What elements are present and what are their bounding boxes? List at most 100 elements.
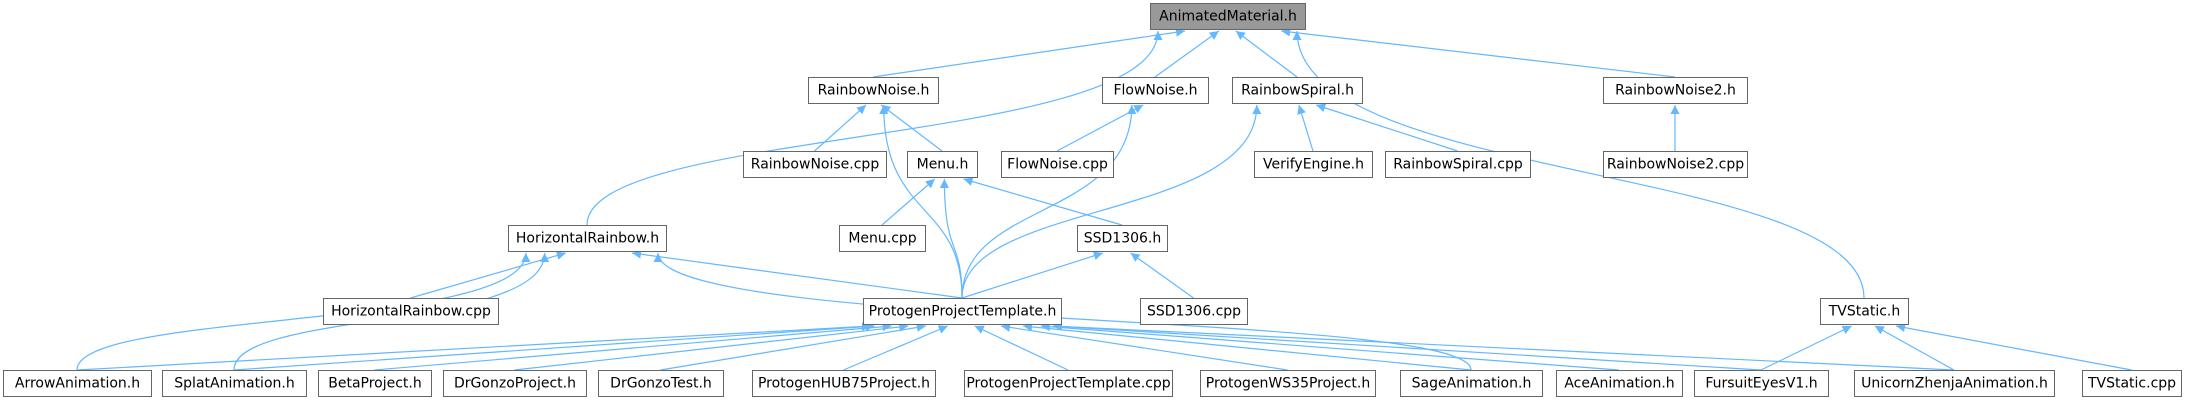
node-label: AceAnimation.h bbox=[1564, 376, 1674, 392]
edge-arrow-animation-to-protogen-template-h bbox=[76, 322, 872, 371]
node-unicorn-zhenja[interactable]: UnicornZhenjaAnimation.h bbox=[1854, 370, 2055, 397]
node-protogen-template-h[interactable]: ProtogenProjectTemplate.h bbox=[863, 298, 1062, 325]
edge-drgonzo-test-to-protogen-template-h bbox=[660, 323, 926, 371]
node-protogen-ws35[interactable]: ProtogenWS35Project.h bbox=[1200, 370, 1376, 397]
node-label: ArrowAnimation.h bbox=[15, 376, 140, 392]
edge-arrow-animation-to-horizontal-rainbow bbox=[76, 252, 531, 371]
node-drgonzo-project[interactable]: DrGonzoProject.h bbox=[443, 370, 587, 397]
node-label: DrGonzoProject.h bbox=[454, 376, 576, 392]
node-label: SageAnimation.h bbox=[1412, 376, 1532, 392]
edge-protogen-template-cpp-to-protogen-template-h bbox=[974, 325, 1069, 371]
edge-rainbow-noise-cpp-to-rainbow-noise bbox=[814, 104, 867, 152]
node-ace-animation[interactable]: AceAnimation.h bbox=[1556, 370, 1683, 397]
node-animated-material[interactable]: AnimatedMaterial.h bbox=[1150, 3, 1306, 30]
node-splat-animation[interactable]: SplatAnimation.h bbox=[162, 370, 307, 397]
node-label: SSD1306.cpp bbox=[1147, 304, 1241, 320]
node-label: RainbowNoise.h bbox=[818, 83, 930, 99]
edge-unicorn-zhenja-to-tvstatic-h bbox=[1874, 325, 1955, 371]
edge-horizontal-rainbow-cpp-to-horizontal-rainbow bbox=[410, 251, 566, 299]
node-label: RainbowSpiral.h bbox=[1241, 83, 1354, 99]
edge-beta-project-to-protogen-template-h bbox=[374, 322, 892, 371]
node-verify-engine[interactable]: VerifyEngine.h bbox=[1254, 151, 1373, 178]
node-tvstatic-cpp[interactable]: TVStatic.cpp bbox=[2082, 370, 2182, 397]
edge-rainbow-noise-to-animated-material bbox=[872, 27, 1186, 78]
edge-protogen-template-h-to-menu-h bbox=[939, 178, 963, 299]
node-rainbow-noise2[interactable]: RainbowNoise2.h bbox=[1603, 77, 1748, 104]
edge-splat-animation-to-protogen-template-h bbox=[233, 322, 875, 371]
edge-layer bbox=[76, 27, 2132, 371]
node-label: UnicornZhenjaAnimation.h bbox=[1861, 376, 2048, 392]
edge-unicorn-zhenja-to-protogen-template-h bbox=[1052, 321, 1955, 371]
node-label: DrGonzoTest.h bbox=[610, 376, 712, 392]
node-rainbow-noise[interactable]: RainbowNoise.h bbox=[808, 77, 939, 104]
node-label: RainbowNoise2.h bbox=[1615, 83, 1736, 99]
node-menu-h[interactable]: Menu.h bbox=[907, 151, 978, 178]
node-beta-project[interactable]: BetaProject.h bbox=[318, 370, 432, 397]
edge-flow-noise-cpp-to-flow-noise bbox=[1056, 104, 1144, 152]
edge-menu-cpp-to-menu-h bbox=[881, 178, 936, 226]
node-label: SplatAnimation.h bbox=[174, 376, 294, 392]
edge-verify-engine-to-rainbow-spiral bbox=[1297, 104, 1314, 152]
node-label: ProtogenProjectTemplate.cpp bbox=[966, 376, 1170, 392]
edge-ssd1306-h-to-menu-h bbox=[963, 177, 1123, 226]
node-label: Menu.cpp bbox=[848, 231, 916, 247]
node-label: ProtogenProjectTemplate.h bbox=[869, 304, 1057, 320]
node-label: RainbowSpiral.cpp bbox=[1393, 157, 1523, 173]
node-arrow-animation[interactable]: ArrowAnimation.h bbox=[3, 370, 152, 397]
node-horizontal-rainbow[interactable]: HorizontalRainbow.h bbox=[508, 225, 667, 252]
edge-horizontal-rainbow-to-animated-material bbox=[586, 30, 1163, 226]
edge-rainbow-spiral-to-animated-material bbox=[1235, 30, 1298, 78]
node-label: FlowNoise.h bbox=[1113, 83, 1197, 99]
node-flow-noise[interactable]: FlowNoise.h bbox=[1102, 77, 1209, 104]
edge-tvstatic-h-to-animated-material bbox=[1292, 30, 1865, 299]
node-sage-animation[interactable]: SageAnimation.h bbox=[1400, 370, 1543, 397]
edge-protogen-template-h-to-ssd1306-h bbox=[961, 251, 1103, 299]
edge-fursuit-eyes-to-protogen-template-h bbox=[1052, 322, 1762, 371]
edge-drgonzo-project-to-protogen-template-h bbox=[514, 322, 909, 371]
node-label: BetaProject.h bbox=[328, 376, 422, 392]
edge-menu-h-to-rainbow-noise bbox=[880, 104, 943, 152]
edge-ace-animation-to-protogen-template-h bbox=[1040, 322, 1620, 371]
node-label: HorizontalRainbow.cpp bbox=[331, 304, 491, 320]
node-fursuit-eyes[interactable]: FursuitEyesV1.h bbox=[1694, 370, 1829, 397]
node-tvstatic-h[interactable]: TVStatic.h bbox=[1820, 298, 1909, 325]
edge-protogen-hub75-to-protogen-template-h bbox=[843, 325, 949, 371]
node-label: RainbowNoise2.cpp bbox=[1607, 157, 1744, 173]
edge-protogen-template-h-to-flow-noise bbox=[961, 104, 1137, 299]
node-ssd1306-cpp[interactable]: SSD1306.cpp bbox=[1140, 298, 1248, 325]
node-layer: AnimatedMaterial.h RainbowNoise.h FlowNo… bbox=[3, 3, 2182, 397]
node-label: FlowNoise.cpp bbox=[1007, 157, 1108, 173]
edge-flow-noise-to-animated-material bbox=[1154, 30, 1220, 78]
node-label: ProtogenHUB75Project.h bbox=[758, 376, 930, 392]
node-protogen-hub75[interactable]: ProtogenHUB75Project.h bbox=[752, 370, 936, 397]
node-label: AnimatedMaterial.h bbox=[1159, 9, 1297, 25]
node-label: ProtogenWS35Project.h bbox=[1206, 376, 1370, 392]
edge-protogen-template-h-to-horizontal-rainbow bbox=[631, 249, 963, 299]
edge-rainbow-noise2-to-animated-material bbox=[1281, 27, 1676, 78]
node-label: Menu.h bbox=[917, 157, 969, 173]
node-label: RainbowNoise.cpp bbox=[751, 157, 880, 173]
node-label: FursuitEyesV1.h bbox=[1705, 376, 1817, 392]
node-rainbow-spiral-cpp[interactable]: RainbowSpiral.cpp bbox=[1385, 151, 1531, 178]
node-label: SSD1306.h bbox=[1084, 231, 1162, 247]
node-label: HorizontalRainbow.h bbox=[516, 231, 659, 247]
node-ssd1306-h[interactable]: SSD1306.h bbox=[1077, 225, 1168, 252]
node-protogen-template-cpp[interactable]: ProtogenProjectTemplate.cpp bbox=[964, 370, 1173, 397]
node-label: TVStatic.h bbox=[1828, 304, 1900, 320]
edge-sage-animation-to-horizontal-rainbow bbox=[653, 252, 1472, 371]
node-label: VerifyEngine.h bbox=[1263, 157, 1364, 173]
node-rainbow-noise2-cpp[interactable]: RainbowNoise2.cpp bbox=[1603, 151, 1748, 178]
edge-protogen-template-h-to-rainbow-noise bbox=[879, 104, 963, 299]
node-drgonzo-test[interactable]: DrGonzoTest.h bbox=[598, 370, 724, 397]
node-label: TVStatic.cpp bbox=[2087, 376, 2176, 392]
node-horizontal-rainbow-cpp[interactable]: HorizontalRainbow.cpp bbox=[323, 298, 499, 325]
edge-rainbow-spiral-cpp-to-rainbow-spiral bbox=[1316, 103, 1458, 152]
node-flow-noise-cpp[interactable]: FlowNoise.cpp bbox=[1001, 151, 1114, 178]
node-menu-cpp[interactable]: Menu.cpp bbox=[839, 225, 926, 252]
node-rainbow-spiral[interactable]: RainbowSpiral.h bbox=[1232, 77, 1363, 104]
edge-fursuit-eyes-to-tvstatic-h bbox=[1760, 325, 1852, 371]
node-rainbow-noise-cpp[interactable]: RainbowNoise.cpp bbox=[743, 151, 887, 178]
edge-protogen-template-h-to-rainbow-spiral bbox=[961, 104, 1262, 299]
edge-tvstatic-cpp-to-tvstatic-h bbox=[1895, 323, 2132, 371]
